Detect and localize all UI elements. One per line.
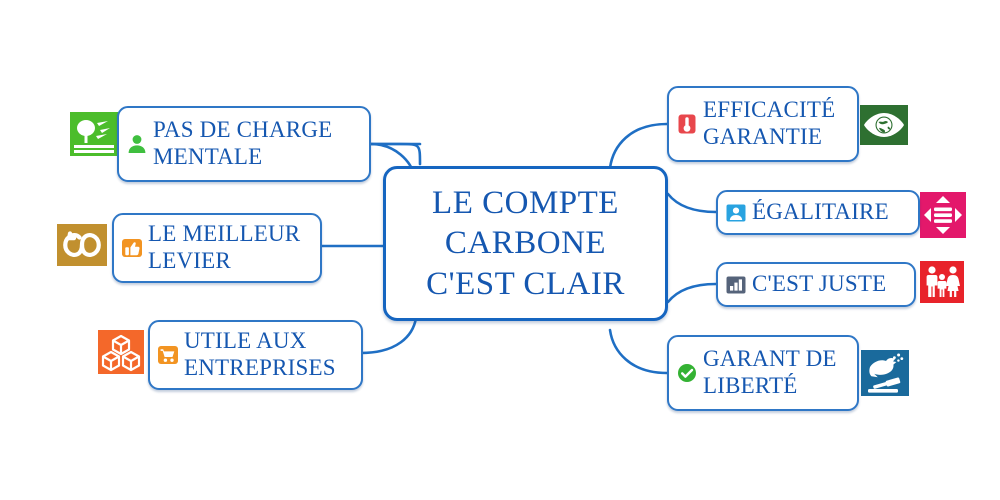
user-badge-icon	[726, 204, 746, 221]
connector-right-juste	[666, 282, 718, 304]
park-tree-icon	[70, 112, 118, 156]
infinity-loop-icon	[57, 224, 107, 266]
topic-label-utile-aux-entreprises: UTILE AUX ENTREPRISES	[184, 328, 336, 380]
topic-le-meilleur-levier[interactable]: LE MEILLEUR LEVIER	[112, 213, 322, 283]
topic-label-garant-de-liberte: GARANT DE LIBERTÉ	[703, 346, 837, 398]
connector-left-bottom-arc	[359, 316, 418, 355]
eye-globe-icon	[860, 105, 908, 145]
connector-right-bottom-arc	[608, 328, 669, 375]
connector-right-top-arc	[608, 122, 669, 170]
topic-egalitaire[interactable]: ÉGALITAIRE	[716, 190, 920, 235]
bar-chart-icon	[726, 276, 746, 293]
topic-label-c-est-juste: C'EST JUSTE	[752, 271, 887, 297]
thumbs-up-icon	[122, 239, 142, 257]
topic-label-le-meilleur-levier: LE MEILLEUR LEVIER	[148, 221, 301, 273]
dove-gavel-icon	[861, 350, 909, 396]
shopping-cart-icon	[158, 346, 178, 364]
family-icon	[920, 261, 964, 303]
topic-c-est-juste[interactable]: C'EST JUSTE	[716, 262, 916, 307]
topic-label-efficacite-garantie: EFFICACITÉ GARANTIE	[703, 97, 836, 149]
central-topic-label: LE COMPTE CARBONE C'EST CLAIR	[426, 185, 625, 302]
connector-left-top	[369, 142, 422, 166]
cubes-icon	[98, 330, 144, 374]
thermometer-icon	[678, 114, 696, 134]
topic-utile-aux-entreprises[interactable]: UTILE AUX ENTREPRISES	[148, 320, 363, 390]
four-way-arrows-icon	[920, 192, 966, 238]
topic-garant-de-liberte[interactable]: GARANT DE LIBERTÉ	[667, 335, 859, 411]
check-circle-icon	[678, 364, 696, 382]
topic-label-egalitaire: ÉGALITAIRE	[752, 199, 889, 225]
topic-pas-de-charge-mentale[interactable]: PAS DE CHARGE MENTALE	[117, 106, 371, 182]
connector-right-egalitaire	[666, 192, 718, 214]
topic-label-pas-de-charge-mentale: PAS DE CHARGE MENTALE	[153, 117, 333, 169]
topic-efficacite-garantie[interactable]: EFFICACITÉ GARANTIE	[667, 86, 859, 162]
person-icon	[128, 135, 146, 153]
central-topic[interactable]: LE COMPTE CARBONE C'EST CLAIR	[383, 166, 668, 321]
